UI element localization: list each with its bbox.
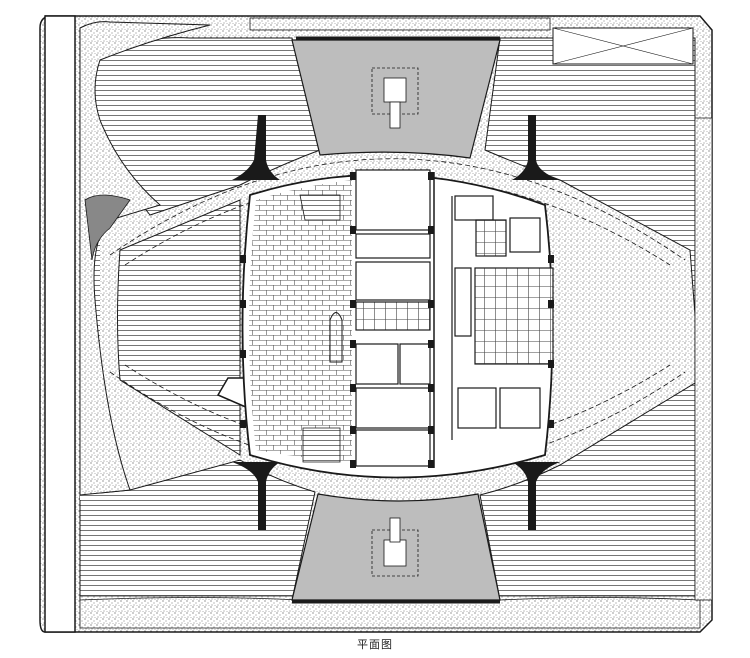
bottom-ramp <box>291 493 501 604</box>
top-right-box <box>552 27 694 65</box>
drawing-caption: 平面图 <box>357 638 393 651</box>
building-core <box>240 169 554 479</box>
structural-column-ne <box>512 115 560 180</box>
right-boundary-edge <box>694 117 713 601</box>
left-boundary-wall <box>44 15 76 633</box>
structural-column-nw <box>232 115 280 180</box>
structural-column-se <box>512 462 560 530</box>
top-edge-strip <box>249 17 551 31</box>
structural-column-sw <box>232 462 280 530</box>
left-landscape-strip <box>79 21 211 496</box>
top-ramp <box>291 36 501 159</box>
